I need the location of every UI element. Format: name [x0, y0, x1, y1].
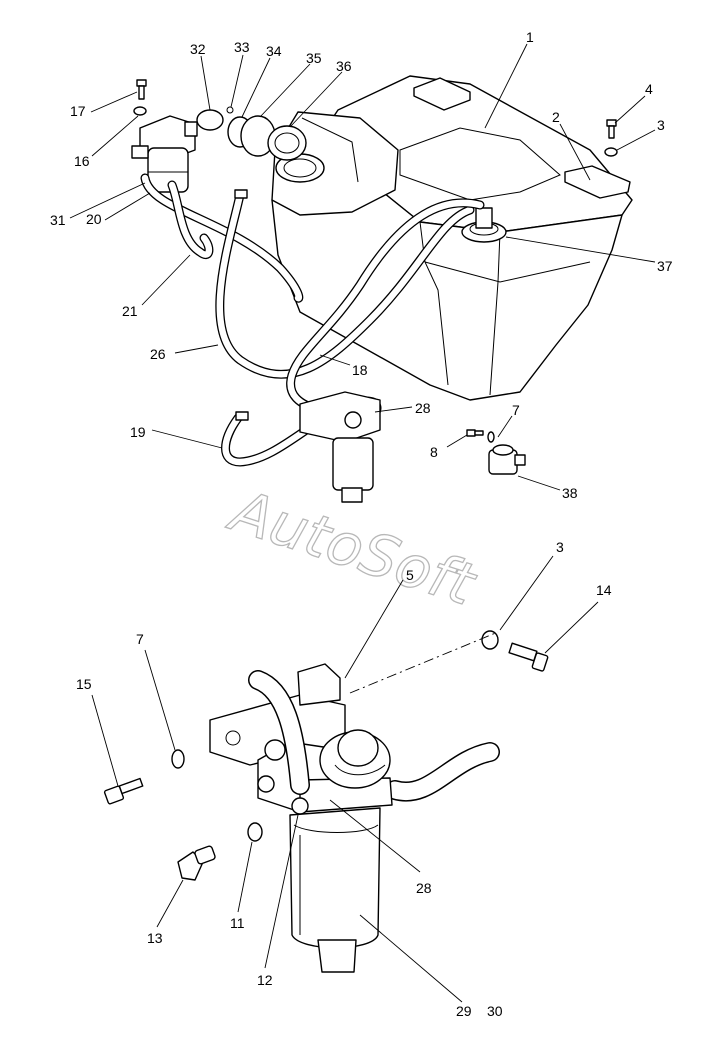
washer-3-lower	[481, 630, 499, 650]
hose-26	[215, 190, 475, 379]
callout-8: 8	[430, 444, 438, 460]
hose-clip-19	[235, 411, 249, 421]
callout-13: 13	[147, 930, 163, 946]
callout-5: 5	[406, 567, 414, 583]
callout-35: 35	[306, 50, 322, 66]
callout-11: 11	[230, 915, 245, 931]
callout-3-lower: 3	[556, 539, 564, 555]
callout-1: 1	[526, 29, 534, 45]
washer-11	[247, 822, 263, 842]
bolt-8	[466, 429, 484, 437]
callout-26: 26	[150, 346, 166, 362]
fine-filter-28-top	[299, 391, 381, 503]
bolt-15	[103, 777, 144, 805]
flange-parts-32-36	[196, 106, 307, 161]
inlet-hose-lower	[385, 742, 500, 802]
callout-20: 20	[86, 211, 102, 227]
callout-29: 29	[456, 1003, 472, 1019]
washer-3-top	[604, 147, 618, 157]
callout-15: 15	[76, 676, 92, 692]
washer-16	[133, 106, 147, 116]
callout-3-top: 3	[657, 117, 665, 133]
callout-32: 32	[190, 41, 206, 57]
callout-34: 34	[266, 43, 282, 59]
callout-7-lower: 7	[136, 631, 144, 647]
callout-28-lower: 28	[416, 880, 432, 896]
callout-2: 2	[552, 109, 560, 125]
leader-lines	[69, 43, 656, 1003]
callout-7-top: 7	[512, 402, 520, 418]
bolt-17	[136, 79, 147, 100]
washer-7-lower	[171, 749, 185, 769]
hose-21	[167, 180, 214, 260]
callout-17: 17	[70, 103, 86, 119]
callout-21: 21	[122, 303, 138, 319]
callout-14: 14	[596, 582, 612, 598]
filter-bowl-29	[289, 807, 381, 973]
hose-clip-26	[234, 189, 248, 199]
callout-31: 31	[50, 212, 66, 228]
callout-36: 36	[336, 58, 352, 74]
banjo-bolt-13	[177, 845, 216, 881]
callout-33: 33	[234, 39, 250, 55]
assembly-axis	[349, 631, 499, 694]
callout-4: 4	[645, 81, 653, 97]
callout-19: 19	[130, 424, 146, 440]
bolt-14	[508, 642, 549, 672]
washer-7-top	[487, 431, 495, 443]
callout-16: 16	[74, 153, 90, 169]
hose-18	[286, 198, 485, 415]
callout-38: 38	[562, 485, 578, 501]
sensor-38	[488, 444, 526, 475]
primer-pump	[319, 729, 391, 789]
callout-28-top: 28	[415, 400, 431, 416]
callout-30: 30	[487, 1003, 503, 1019]
callout-12: 12	[257, 972, 273, 988]
callout-18: 18	[352, 362, 368, 378]
bolt-4	[606, 119, 617, 139]
callout-labels: 1 2 3 4 16 17 18 19 20 21 26 28 31 32 33…	[50, 29, 673, 1019]
prefilter-31	[131, 115, 198, 193]
return-hose-lower	[248, 670, 310, 795]
callout-37: 37	[657, 258, 673, 274]
hose-20	[140, 173, 304, 303]
banjo-12	[291, 797, 309, 815]
fuel-tank	[271, 75, 633, 401]
